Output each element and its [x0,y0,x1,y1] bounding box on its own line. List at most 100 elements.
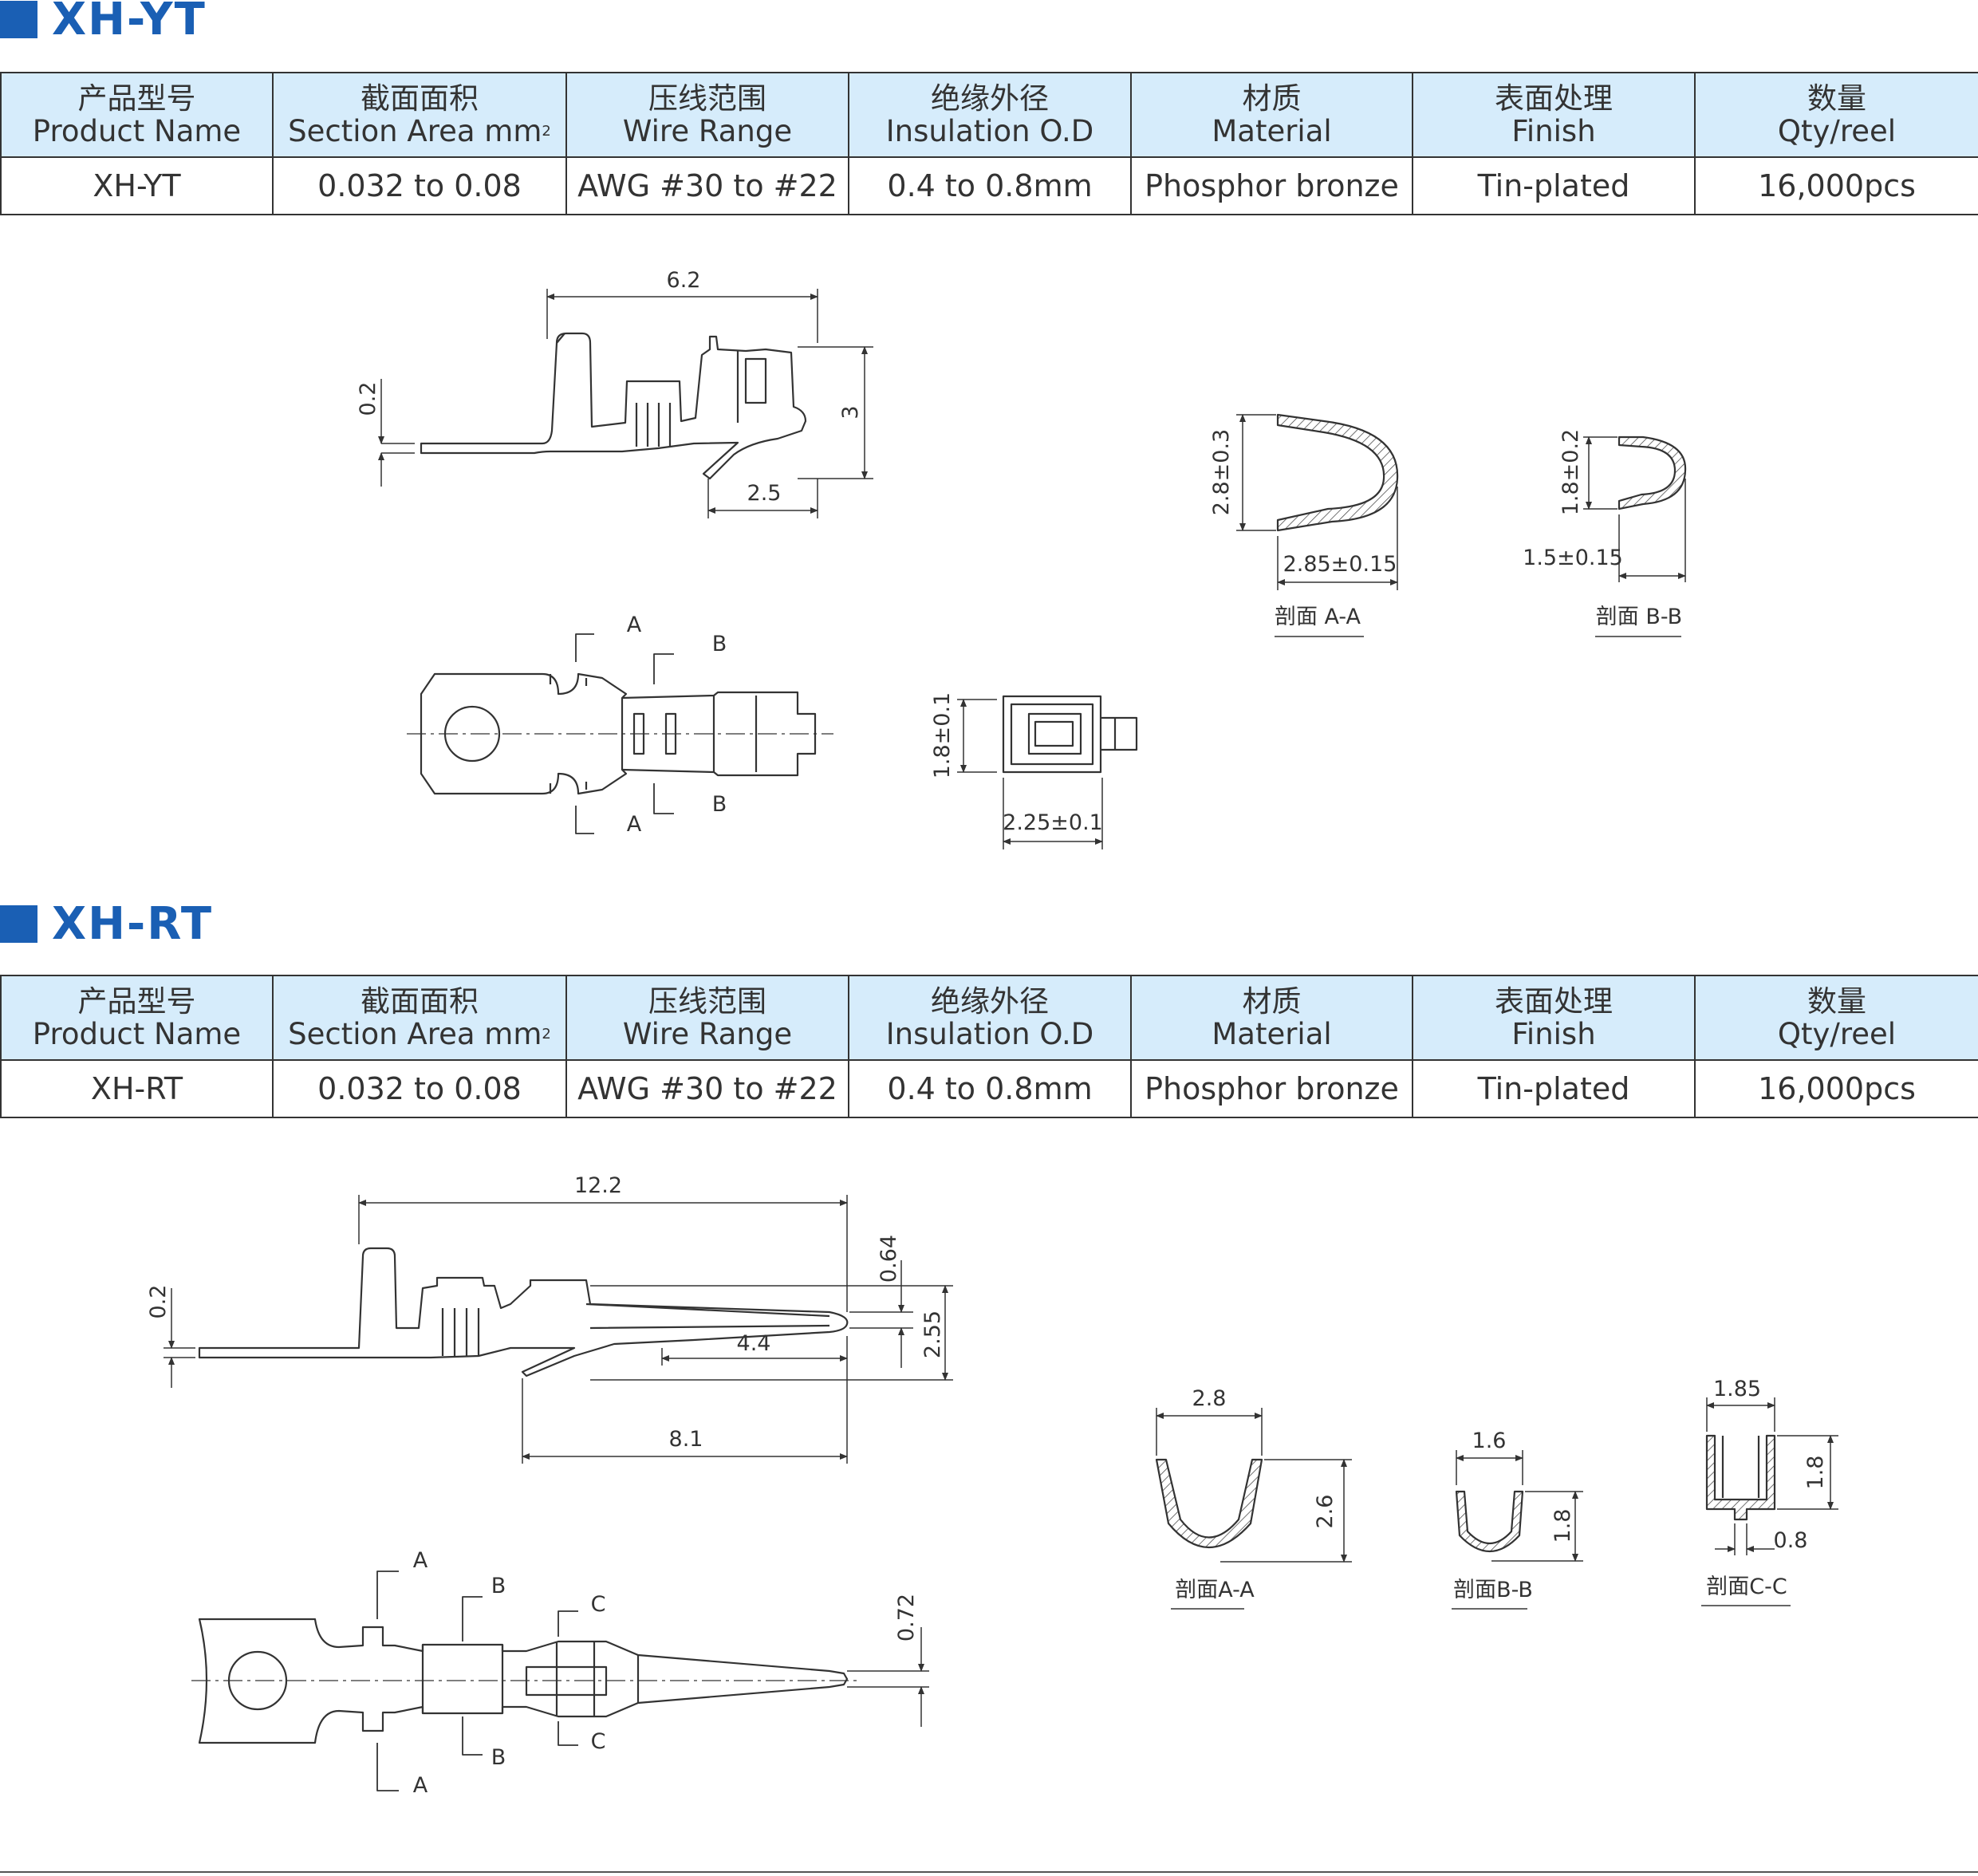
xh-rt-top-view [198,1618,849,1744]
dim-xh-rt-tip: 4.4 [737,1331,771,1356]
dim-xh-yt-length: 6.2 [667,268,701,293]
xh-rt-side-dims [164,1195,953,1464]
cell-qty: 16,000pcs [1694,156,1978,215]
cut-xh-rt-a-top: A [413,1548,428,1573]
xh-yt-front-dims [957,699,1103,849]
xh-rt-section-b-dims [1452,1450,1583,1610]
footer-divider [0,1871,1978,1873]
label-xh-rt-section-a: 剖面A-A [1175,1578,1255,1602]
cell-product-name: XH-YT [0,156,274,215]
xh-yt-side-dims [378,289,873,518]
dim-xh-yt-b-w: 1.5±0.15 [1523,546,1623,570]
section-marker-icon [0,0,37,38]
cell-qty: 16,000pcs [1694,1059,1978,1118]
xh-yt-section-b [1617,436,1687,510]
dim-xh-yt-b-h: 1.8±0.2 [1558,429,1583,516]
dim-xh-rt-a-h: 2.6 [1313,1495,1338,1529]
dim-xh-yt-front-w: 2.25±0.1 [1003,810,1103,835]
label-xh-rt-section-c: 剖面C-C [1706,1574,1787,1599]
dim-xh-rt-pin-w: 0.72 [894,1594,919,1642]
table-row: XH-RT 0.032 to 0.08 AWG #30 to #22 0.4 t… [0,1059,1978,1118]
label-xh-rt-section-b: 剖面B-B [1453,1578,1533,1602]
xh-rt-section-b [1455,1490,1524,1553]
table-row: XH-YT 0.032 to 0.08 AWG #30 to #22 0.4 t… [0,156,1978,215]
cut-xh-yt-b-top: B [712,632,727,656]
dim-xh-rt-c-w: 1.85 [1713,1377,1761,1401]
cell-wire-range: AWG #30 to #22 [565,156,849,215]
cut-xh-rt-b-bottom: B [491,1745,506,1770]
cell-insulation: 0.4 to 0.8mm [848,1059,1132,1118]
cell-finish: Tin-plated [1412,156,1696,215]
xh-yt-cut-lines [575,633,674,834]
section-title-xh-yt: XH-YT [0,0,207,45]
dim-xh-yt-a-h: 2.8±0.3 [1209,429,1234,516]
cut-xh-rt-a-bottom: A [413,1773,428,1798]
dim-xh-rt-c-d: 0.8 [1774,1528,1808,1553]
cell-finish: Tin-plated [1412,1059,1696,1118]
xh-yt-section-a-dims [1236,414,1398,637]
dim-xh-yt-height: 3 [838,405,863,419]
cut-xh-yt-a-bottom: A [627,812,642,837]
xh-rt-cut-lines [376,1571,578,1791]
cut-xh-rt-c-top: C [591,1592,606,1617]
dim-xh-rt-thickness: 0.2 [146,1285,171,1319]
xh-rt-section-a-dims [1156,1408,1352,1610]
dim-xh-rt-b-w: 1.6 [1472,1429,1507,1453]
cut-xh-rt-b-top: B [491,1574,506,1598]
dim-xh-rt-length: 12.2 [574,1173,622,1198]
xh-rt-side-view [198,1247,849,1377]
dim-xh-rt-c-h: 1.8 [1803,1456,1828,1490]
xh-yt-section-a [1276,413,1399,532]
cell-section-area: 0.032 to 0.08 [272,156,567,215]
xh-rt-section-c-dims [1701,1397,1838,1606]
cell-material: Phosphor bronze [1130,156,1413,215]
xh-yt-front-view [1002,695,1138,774]
section-title-text: XH-RT [52,897,214,950]
dim-xh-rt-height: 2.55 [920,1310,945,1358]
dim-xh-yt-a-w: 2.85±0.15 [1283,552,1397,577]
cell-insulation: 0.4 to 0.8mm [848,156,1132,215]
section-marker-icon [0,905,37,943]
cut-xh-yt-b-bottom: B [712,792,727,817]
xh-yt-section-b-dims [1583,436,1686,637]
dim-xh-rt-body: 8.1 [669,1427,703,1452]
section-title-text: XH-YT [52,0,207,45]
dim-xh-yt-thickness: 0.2 [356,382,380,416]
xh-rt-top-dims [847,1627,929,1727]
cell-product-name: XH-RT [0,1059,274,1118]
dim-xh-rt-a-w: 2.8 [1192,1386,1227,1411]
xh-yt-top-view [420,672,817,795]
dim-xh-yt-front-h: 1.8±0.1 [930,692,955,779]
dim-xh-rt-b-h: 1.8 [1550,1509,1575,1543]
label-xh-yt-section-b: 剖面 B-B [1596,605,1682,629]
xh-rt-section-c [1705,1434,1776,1521]
xh-rt-section-a [1155,1458,1263,1549]
cell-section-area: 0.032 to 0.08 [272,1059,567,1118]
cut-xh-yt-a-top: A [627,613,642,637]
cell-wire-range: AWG #30 to #22 [565,1059,849,1118]
label-xh-yt-section-a: 剖面 A-A [1275,605,1361,629]
cell-material: Phosphor bronze [1130,1059,1413,1118]
dim-xh-rt-pin: 0.64 [877,1235,901,1283]
xh-yt-side-view [420,332,807,480]
dim-xh-yt-barrel: 2.5 [747,481,782,506]
section-title-xh-rt: XH-RT [0,897,214,950]
